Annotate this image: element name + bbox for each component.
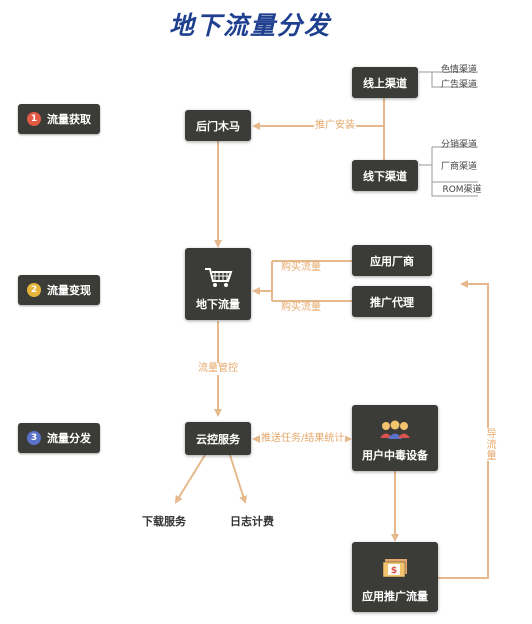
money-icon: $ — [382, 559, 407, 578]
stage-number-badge: 1 — [27, 112, 41, 126]
stage-traffic-monetization: 2 流量变现 — [18, 275, 100, 305]
node-infected-user-device: 用户中毒设备 — [352, 405, 438, 471]
stage-number-badge: 3 — [27, 431, 41, 445]
node-underground-traffic: 地下流量 — [185, 248, 251, 320]
edge-label-buy-traffic-vendor: 购买流量 — [280, 262, 322, 274]
node-label: 云控服务 — [196, 432, 240, 446]
node-label: 应用厂商 — [370, 254, 414, 268]
stage-label: 流量分发 — [47, 432, 91, 445]
edge-label-traffic-control: 流量管控 — [197, 363, 239, 375]
stage-label: 流量变现 — [47, 284, 91, 297]
node-label: 推广代理 — [370, 295, 414, 309]
stage-number-badge: 2 — [27, 283, 41, 297]
output-log-billing: 日志计费 — [230, 515, 274, 528]
sub-channel-distribution: 分销渠道 — [440, 140, 477, 150]
node-backdoor-trojan: 后门木马 — [185, 110, 251, 141]
node-label: 线上渠道 — [363, 76, 407, 90]
node-label: 后门木马 — [196, 119, 240, 133]
node-label: 地下流量 — [196, 298, 240, 311]
node-label: 线下渠道 — [363, 169, 407, 183]
sub-channel-ads: 广告渠道 — [440, 80, 477, 90]
sub-channel-rom: ROM渠道 — [442, 185, 482, 195]
node-app-promotion-traffic: $ 应用推广流量 — [352, 542, 438, 612]
sub-channel-porn: 色情渠道 — [440, 65, 477, 75]
edge-label-guide-traffic: 导流量 — [482, 428, 496, 461]
edge-label-push-tasks: 推送任务/结果统计 — [260, 433, 346, 445]
shopping-cart-icon — [205, 268, 233, 287]
node-label: 应用推广流量 — [362, 590, 428, 603]
stage-traffic-distribution: 3 流量分发 — [18, 423, 100, 453]
page-title: 地下流量分发 — [168, 11, 331, 40]
node-online-channel: 线上渠道 — [352, 67, 418, 98]
node-cloud-control-service: 云控服务 — [185, 422, 251, 455]
node-offline-channel: 线下渠道 — [352, 160, 418, 191]
edge-label-install: 推广安装 — [314, 120, 356, 132]
node-promotion-agent: 推广代理 — [352, 286, 432, 317]
users-icon — [380, 420, 410, 439]
edge-label-buy-traffic-agent: 购买流量 — [280, 302, 322, 314]
node-app-vendor: 应用厂商 — [352, 245, 432, 276]
sub-channel-vendor: 厂商渠道 — [440, 162, 477, 172]
stage-traffic-acquisition: 1 流量获取 — [18, 104, 100, 134]
svg-text:$: $ — [391, 566, 397, 576]
node-label: 用户中毒设备 — [362, 449, 428, 462]
output-download-service: 下载服务 — [142, 515, 186, 528]
stage-label: 流量获取 — [47, 113, 91, 126]
